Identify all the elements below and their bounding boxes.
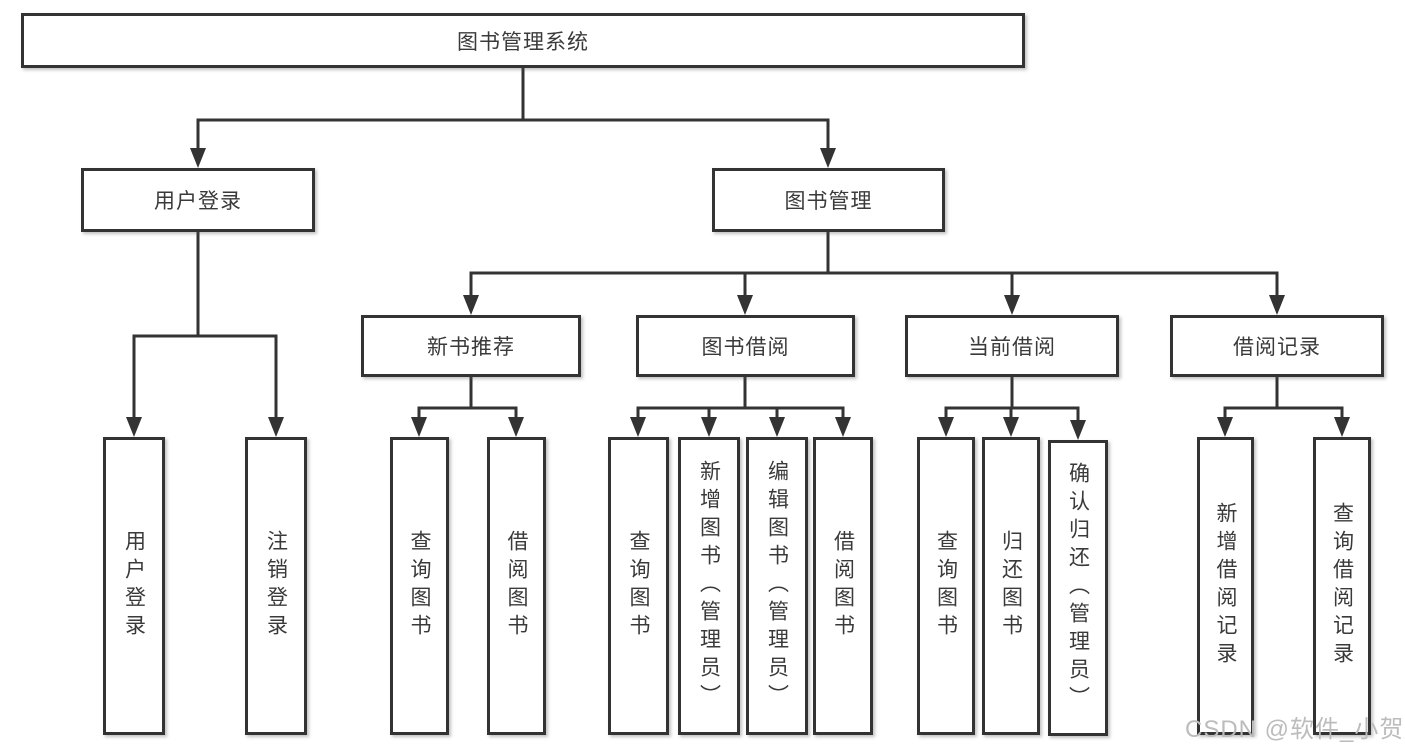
csdn-watermark: CSDN @软件_小贺同学 [1185, 716, 1405, 743]
leaf-query-books-recommend: 查询图书 [390, 437, 449, 735]
leaf-query-borrow-record: 查询借阅记录 [1313, 437, 1371, 735]
node-borrow-records-label: 借阅记录 [1233, 336, 1321, 359]
leaf-borrow-books-recommend: 借阅图书 [487, 437, 546, 735]
leaf-borrow-books-recommend-label: 借阅图书 [505, 530, 528, 642]
leaf-return-book-label: 归还图书 [999, 530, 1023, 642]
leaf-query-books-recommend-label: 查询图书 [408, 530, 431, 642]
leaf-logout: 注销登录 [245, 437, 307, 735]
node-book-borrow-label: 图书借阅 [701, 336, 790, 359]
leaf-borrow-books-label: 借阅图书 [831, 530, 855, 642]
leaf-query-books-borrow: 查询图书 [608, 437, 669, 735]
leaf-query-borrow-record-label: 查询借阅记录 [1330, 502, 1354, 670]
node-current-borrow-label: 当前借阅 [968, 336, 1056, 359]
leaf-edit-book-admin: 编辑图书（管理员） [746, 437, 808, 735]
node-current-borrow: 当前借阅 [905, 315, 1119, 377]
leaf-add-borrow-record: 新增借阅记录 [1197, 437, 1254, 735]
node-user-login: 用户登录 [81, 168, 315, 232]
node-root-label: 图书管理系统 [457, 30, 589, 54]
node-user-login-label: 用户登录 [154, 190, 242, 213]
leaf-query-books-current-label: 查询图书 [934, 530, 958, 642]
node-new-book-recommend: 新书推荐 [361, 315, 581, 377]
leaf-user-login-label: 用户登录 [122, 530, 146, 642]
leaf-borrow-books: 借阅图书 [813, 437, 873, 735]
leaf-add-book-admin: 新增图书（管理员） [678, 437, 740, 735]
leaf-add-borrow-record-label: 新增借阅记录 [1214, 502, 1237, 670]
node-book-management-label: 图书管理 [784, 190, 873, 213]
node-book-management: 图书管理 [712, 168, 945, 232]
leaf-query-books-current: 查询图书 [917, 437, 975, 735]
leaf-edit-book-admin-label: 编辑图书（管理员） [765, 460, 789, 712]
leaf-add-book-admin-label: 新增图书（管理员） [697, 460, 721, 712]
node-root-system: 图书管理系统 [21, 13, 1025, 68]
leaf-user-login: 用户登录 [103, 437, 165, 735]
node-new-book-recommend-label: 新书推荐 [427, 336, 515, 359]
leaf-return-book: 归还图书 [982, 437, 1040, 735]
leaf-query-books-borrow-label: 查询图书 [627, 530, 650, 642]
leaf-confirm-return-admin-label: 确认归还（管理员） [1066, 462, 1090, 714]
node-book-borrow: 图书借阅 [636, 315, 855, 377]
node-borrow-records: 借阅记录 [1170, 315, 1384, 377]
leaf-logout-label: 注销登录 [264, 530, 288, 642]
leaf-confirm-return-admin: 确认归还（管理员） [1048, 440, 1108, 736]
